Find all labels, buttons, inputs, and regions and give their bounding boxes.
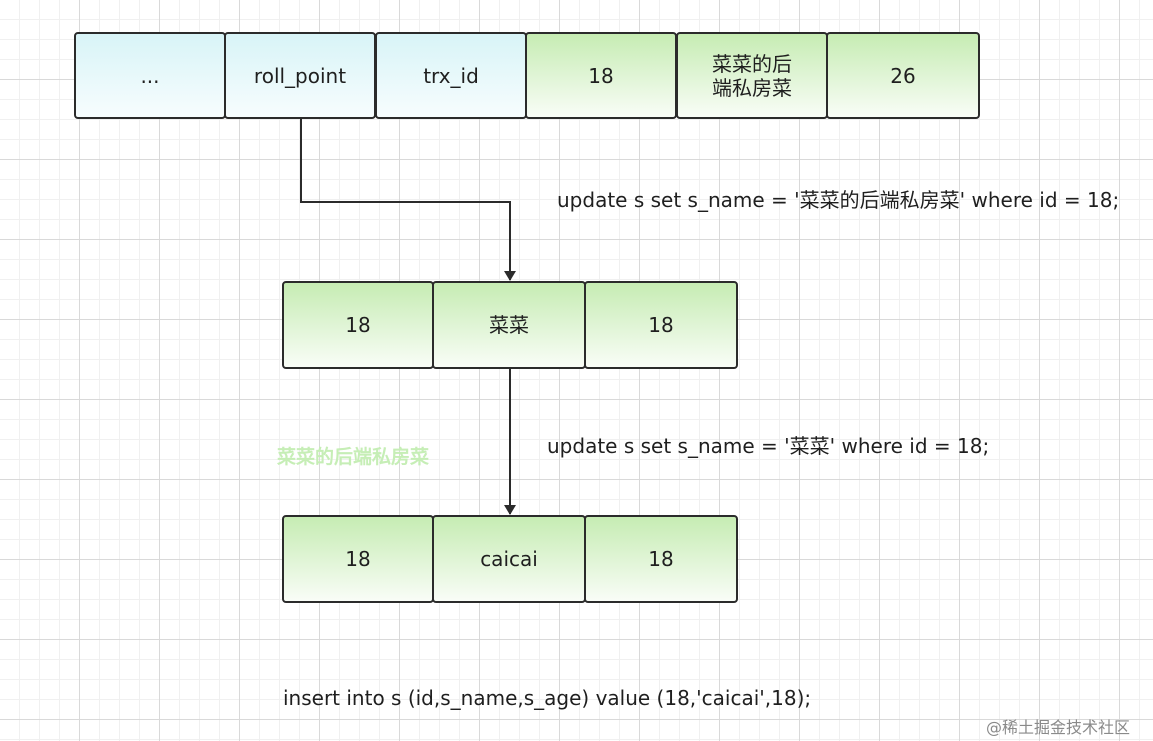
current-name-text: 菜菜的后端私房菜 [712,51,792,100]
update-latest-statement: update s set s_name = '菜菜的后端私房菜' where i… [557,188,1120,212]
undo-1-id-cell: 18 [282,281,434,369]
roll-pointer-arrow [300,119,516,281]
brand-watermark: 菜菜的后端私房菜 [277,446,430,468]
current-id-cell: 18 [525,32,677,119]
undo-2-name-cell: caicai [432,515,586,603]
record-ellipsis-cell: ... [74,32,226,119]
undo-2-id-cell: 18 [282,515,434,603]
trx-id-cell: trx_id [375,32,527,119]
current-age-cell: 26 [826,32,980,119]
site-watermark: @稀土掘金技术社区 [986,718,1131,737]
roll-point-cell: roll_point [224,32,376,119]
update-first-statement: update s set s_name = '菜菜' where id = 18… [547,434,990,458]
undo-1-age-cell: 18 [584,281,738,369]
current-name-cell: 菜菜的后端私房菜 [676,32,828,119]
insert-statement: insert into s (id,s_name,s_age) value (1… [283,686,812,710]
undo-2-age-cell: 18 [584,515,738,603]
undo-1-name-cell: 菜菜 [432,281,586,369]
